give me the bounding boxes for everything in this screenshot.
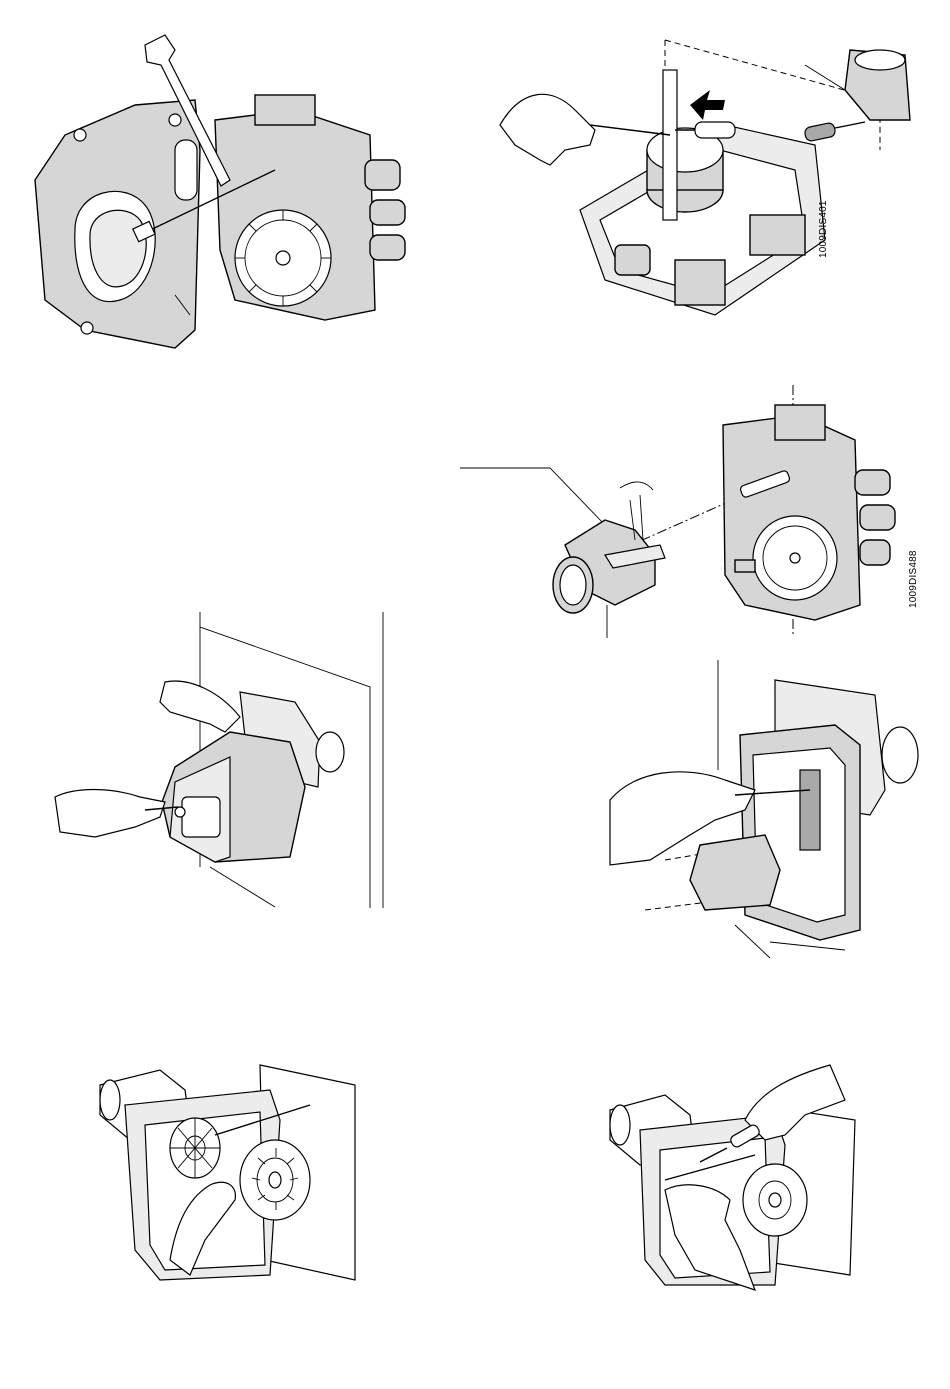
- fan-wheel-icon: [647, 128, 723, 212]
- figure-electrode-removal: [495, 30, 925, 330]
- hand-icon: [55, 790, 165, 838]
- screwdriver-icon: [804, 122, 865, 142]
- screwdriver-handle: [175, 140, 197, 200]
- fan-wheel-icon: [235, 210, 331, 306]
- electrode-alignment-illustration: [455, 380, 925, 645]
- cover-removal-illustration: [50, 612, 395, 914]
- figure-internal-check: [605, 660, 930, 960]
- fan-wheel-icon: [753, 516, 837, 600]
- arrow-icon: [690, 90, 725, 120]
- housing-wrench-illustration: [25, 30, 425, 355]
- internal-check-illustration: [605, 660, 930, 960]
- electrode-removal-illustration: [495, 30, 925, 330]
- nozzle-service-illustration: [605, 1060, 865, 1295]
- figure-cover-removal: [50, 612, 395, 914]
- fan-wheel-icon: [240, 1140, 310, 1220]
- figure-fan-removal: [90, 1060, 360, 1285]
- fan-wheel-icon: [743, 1164, 807, 1236]
- figure-electrode-alignment: [455, 380, 925, 645]
- diffuser-detail: [553, 482, 665, 638]
- fan-removal-illustration: [90, 1060, 360, 1285]
- figure-nozzle-service: [605, 1060, 865, 1295]
- figure-code-dis488: 1009DIS488: [908, 550, 919, 608]
- figure-code-dis401: 1009DIS401: [818, 200, 829, 258]
- figure-housing-wrench: [25, 30, 425, 355]
- hand-icon: [500, 94, 595, 165]
- fan-wheel-icon: [170, 1118, 220, 1178]
